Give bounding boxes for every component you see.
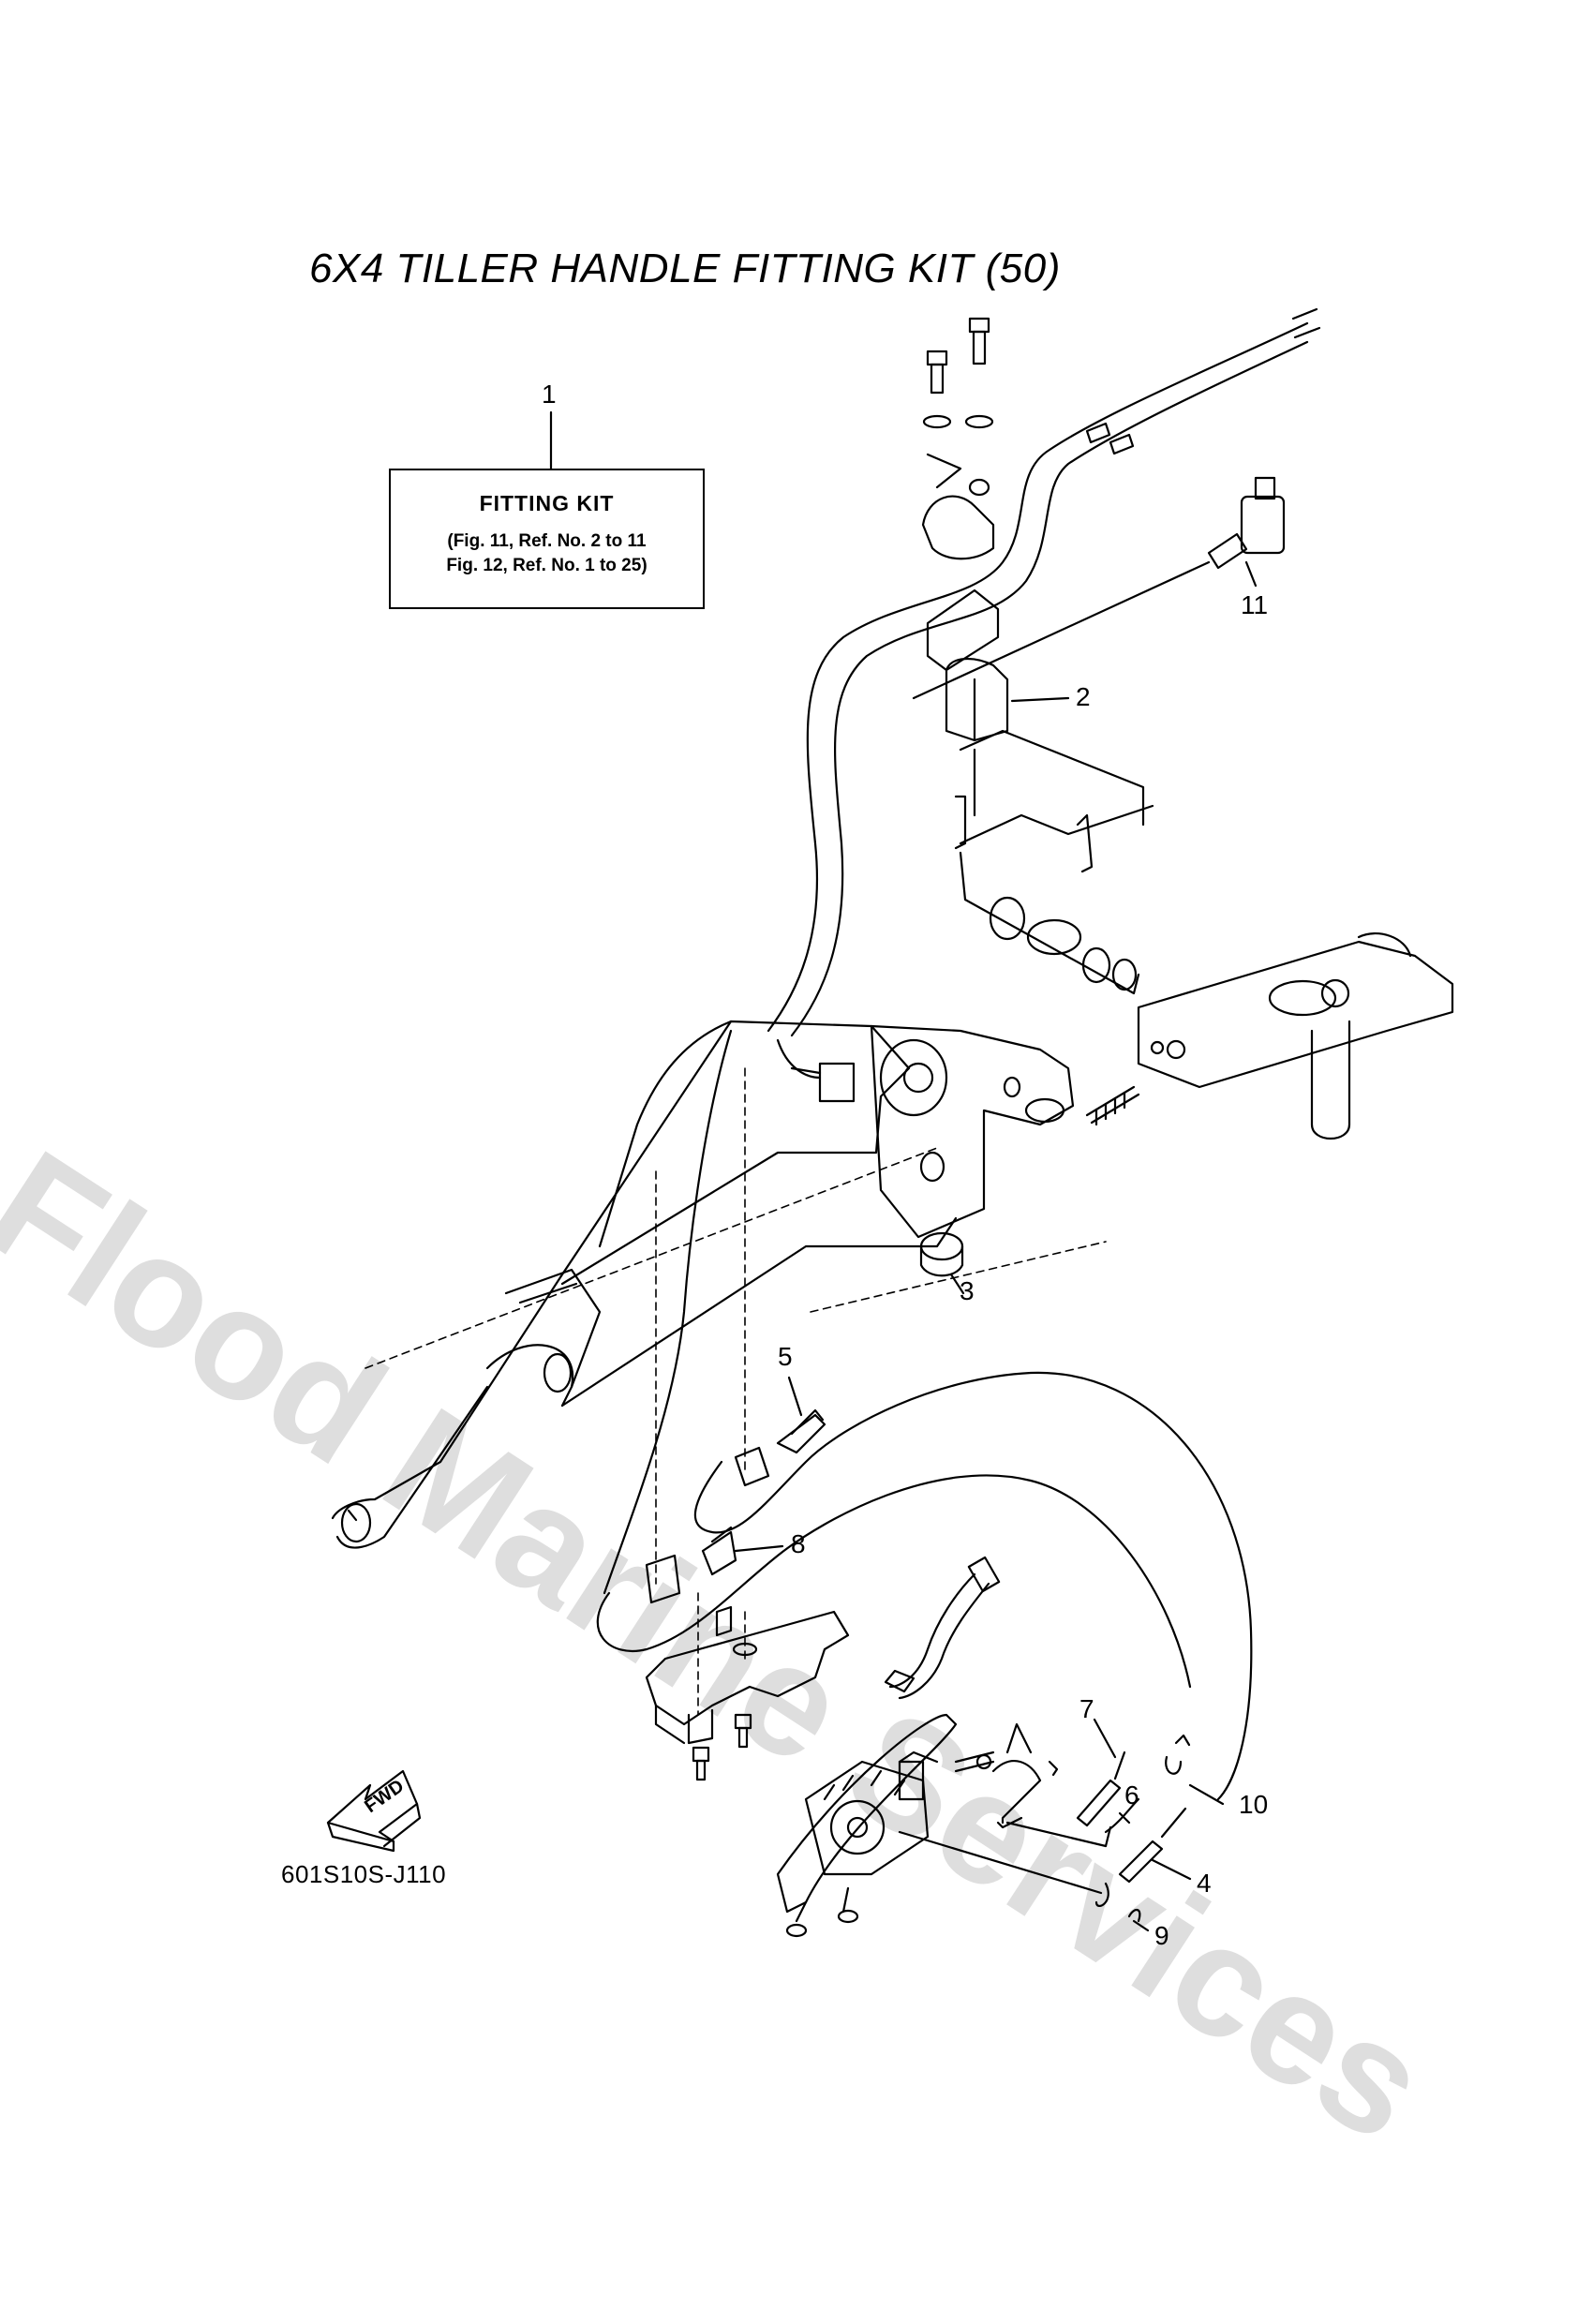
harness-loop xyxy=(598,1031,1252,1799)
ref-number-9: 9 xyxy=(1154,1921,1169,1950)
ref-number-4: 4 xyxy=(1197,1869,1212,1898)
clip-5 xyxy=(736,1378,825,1485)
tiller-handle-body xyxy=(333,1021,956,1548)
ref-number-7: 7 xyxy=(1079,1694,1094,1723)
fwd-arrow-icon xyxy=(328,1771,420,1851)
harness-connector xyxy=(778,1040,854,1101)
ref-number-6: 6 xyxy=(1124,1780,1139,1810)
threaded-stud xyxy=(1087,1087,1139,1125)
fitting-kit-line-2: Fig. 12, Ref. No. 1 to 25) xyxy=(446,556,648,575)
fitting-kit-title: FITTING KIT xyxy=(479,491,615,515)
clip-8 xyxy=(647,1527,782,1635)
ref-number-8: 8 xyxy=(791,1529,806,1558)
top-bolts xyxy=(923,319,993,559)
link-rods xyxy=(900,1720,1223,1930)
pivot-bracket xyxy=(871,1026,1073,1237)
wire-harness-11 xyxy=(914,478,1284,698)
leader-2 xyxy=(1012,698,1068,701)
control-cable xyxy=(886,1557,999,1698)
ref-number-10: 10 xyxy=(1239,1790,1269,1819)
steering-bracket xyxy=(1139,933,1452,1139)
leader-7 xyxy=(1094,1720,1115,1757)
fitting-kit-box: FITTING KIT (Fig. 11, Ref. No. 2 to 11 F… xyxy=(389,469,705,609)
ref-number-5: 5 xyxy=(778,1342,793,1371)
base-plate xyxy=(647,1612,848,1780)
leader-9 xyxy=(1134,1921,1148,1930)
cable-clamp-top xyxy=(928,590,998,670)
throttle-linkage xyxy=(778,1715,1057,1936)
ref-number-1: 1 xyxy=(542,380,557,409)
grommet-2 xyxy=(946,659,1068,740)
assembly-guides xyxy=(365,1068,1106,1715)
leader-4 xyxy=(1153,1860,1190,1879)
leader-11 xyxy=(1246,562,1256,586)
fitting-kit-line-1: (Fig. 11, Ref. No. 2 to 11 xyxy=(447,531,647,551)
ref-number-11: 11 xyxy=(1241,590,1269,619)
leader-5 xyxy=(789,1378,801,1415)
fwd-label: FWD xyxy=(361,1776,408,1817)
diagram-title: 6X4 TILLER HANDLE FITTING KIT (50) xyxy=(309,246,1061,291)
engine-cowling xyxy=(956,731,1153,993)
leader-6 xyxy=(1120,1813,1129,1823)
leader-10 xyxy=(1190,1785,1223,1804)
throttle-cables xyxy=(768,309,1319,1035)
ref-number-2: 2 xyxy=(1076,682,1091,711)
leader-8 xyxy=(736,1546,782,1551)
ref-number-3: 3 xyxy=(960,1276,975,1305)
drawing-code: 601S10S-J110 xyxy=(281,1860,447,1888)
